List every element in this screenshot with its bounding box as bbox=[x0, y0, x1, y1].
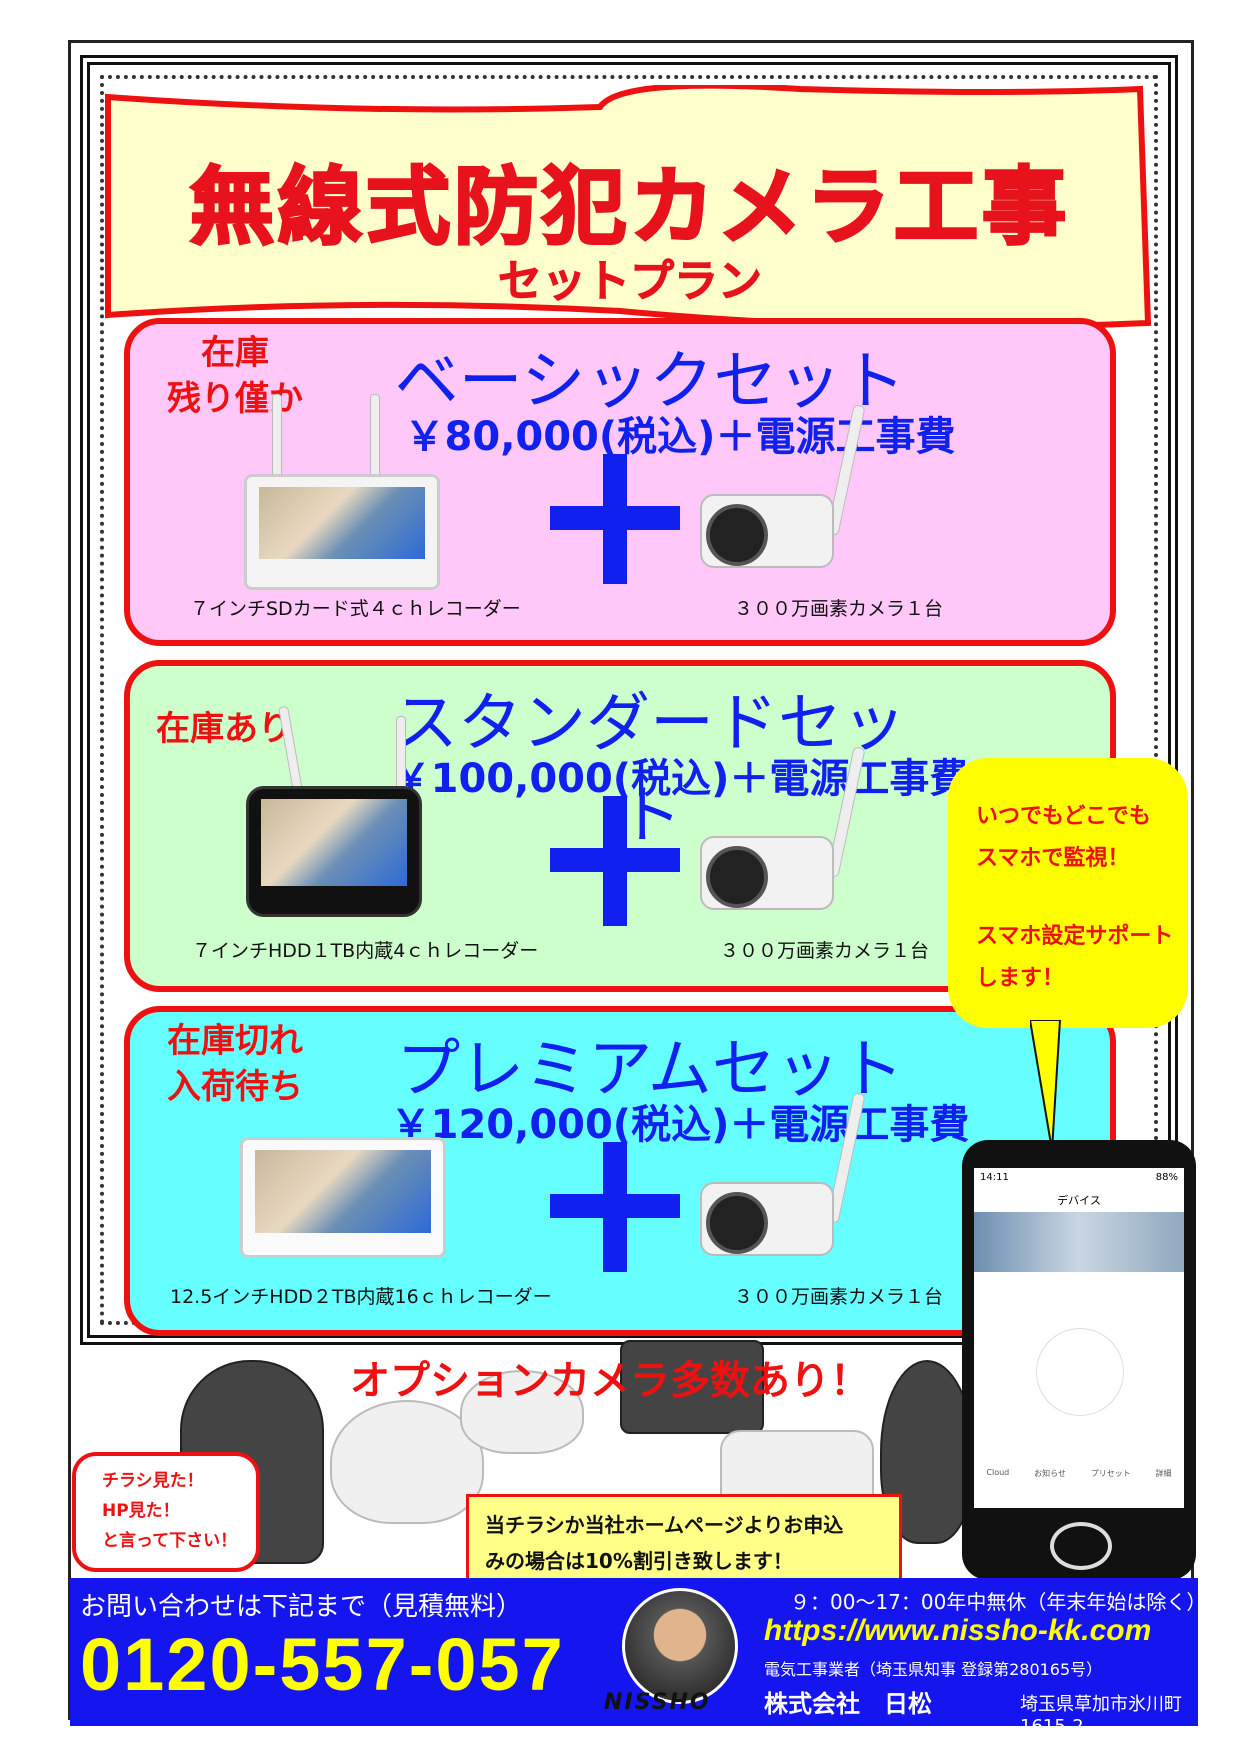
plan-card-premium: 在庫切れ 入荷待ち プレミアムセット ￥120,000(税込)＋電源工事費 12… bbox=[124, 1006, 1116, 1336]
callout-line: スマホ設定サポート bbox=[976, 924, 1174, 949]
stock-line: 在庫 bbox=[201, 333, 269, 373]
business-hours: ９：00～17：00年中無休（年末年始は除く） bbox=[790, 1590, 1207, 1614]
recorder-image bbox=[240, 1137, 446, 1258]
plan-name: プレミアムセット bbox=[396, 1033, 904, 1107]
plan-price: ￥120,000(税込)＋電源工事費 bbox=[390, 1102, 970, 1148]
phone-header: デバイス bbox=[1057, 1194, 1101, 1207]
recorder-caption: 12.5インチHDD２TB内蔵16ｃｈレコーダー bbox=[170, 1286, 552, 1308]
staff-photo bbox=[622, 1588, 738, 1704]
plus-icon bbox=[550, 454, 680, 584]
plan-price: ￥80,000(税込)＋電源工事費 bbox=[404, 414, 956, 460]
plus-icon bbox=[550, 1142, 680, 1272]
home-button bbox=[1050, 1522, 1112, 1570]
website-link[interactable]: https://www.nissho-kk.com bbox=[764, 1614, 1152, 1647]
recorder-antenna bbox=[272, 394, 282, 486]
page-subtitle: セットプラン bbox=[498, 256, 763, 308]
inquiry-text: お問い合わせは下記まで（見積無料） bbox=[80, 1592, 523, 1622]
company-logo: NISSHO bbox=[604, 1690, 711, 1715]
company-address: 埼玉県草加市氷川町1615-2 bbox=[1020, 1694, 1182, 1737]
camera-caption: ３００万画素カメラ１台 bbox=[734, 598, 944, 620]
company-name: 株式会社 日松 bbox=[764, 1690, 932, 1718]
recorder-caption: ７インチSDカード式４ｃｈレコーダー bbox=[190, 598, 521, 620]
recorder-antenna bbox=[370, 394, 380, 486]
dome-camera-image bbox=[330, 1400, 484, 1524]
note-line: HP見た！ bbox=[102, 1501, 180, 1521]
note-line: と言って下さい！ bbox=[102, 1531, 238, 1551]
registration-number: 電気工事業者（埼玉県知事 登録第280165号） bbox=[764, 1660, 1103, 1679]
phone-nav-item: プリセット bbox=[1090, 1469, 1131, 1478]
options-title: オプションカメラ多数あり！ bbox=[350, 1358, 870, 1404]
recorder-caption: ７インチHDD１TB内蔵4ｃｈレコーダー bbox=[192, 940, 539, 962]
plus-icon bbox=[550, 796, 680, 926]
recorder-image bbox=[244, 474, 440, 590]
plan-name: ベーシックセット bbox=[394, 345, 906, 419]
ptz-control bbox=[1036, 1328, 1124, 1416]
plan-price: ￥100,000(税込)＋電源工事費 bbox=[390, 756, 970, 802]
stock-line: 入荷待ち bbox=[167, 1067, 303, 1107]
phone-video-feed bbox=[974, 1212, 1184, 1272]
discount-line: みの場合は10%割引き致します！ bbox=[485, 1549, 793, 1573]
phone-nav-item: Cloud bbox=[986, 1468, 1010, 1477]
contact-footer: お問い合わせは下記まで（見積無料） 0120-557-057 NISSHO ９：… bbox=[70, 1578, 1207, 1737]
solar-camera-image bbox=[620, 1340, 764, 1434]
plan-card-basic: 在庫 残り僅か ベーシックセット ￥80,000(税込)＋電源工事費 ７インチS… bbox=[124, 318, 1116, 646]
smartphone-callout: いつでもどこでも スマホで監視！ スマホ設定サポート します！ bbox=[948, 758, 1188, 1028]
note-line: チラシ見た！ bbox=[102, 1471, 204, 1491]
camera-image bbox=[700, 746, 866, 916]
stock-line: 在庫あり bbox=[156, 709, 292, 749]
callout-line: いつでもどこでも bbox=[976, 804, 1151, 829]
callout-tail bbox=[1030, 1020, 1062, 1150]
callout-line: スマホで監視！ bbox=[976, 846, 1130, 871]
callout-line: します！ bbox=[976, 966, 1065, 991]
phone-nav-item: お知らせ bbox=[1034, 1469, 1066, 1478]
phone-number[interactable]: 0120-557-057 bbox=[80, 1623, 565, 1706]
dome-camera-image bbox=[880, 1360, 974, 1544]
stock-status: 在庫切れ 入荷待ち bbox=[150, 1018, 320, 1110]
recorder-image bbox=[246, 786, 422, 917]
phone-screen: 14:11 88% デバイス Cloud お知らせ プリセット 詳細 bbox=[974, 1168, 1184, 1508]
camera-image bbox=[700, 1092, 866, 1262]
phone-nav: Cloud お知らせ プリセット 詳細 bbox=[974, 1468, 1184, 1479]
camera-image bbox=[700, 404, 866, 574]
camera-caption: ３００万画素カメラ１台 bbox=[734, 1286, 944, 1308]
stock-line: 在庫切れ bbox=[167, 1021, 303, 1061]
stock-status: 在庫 残り僅か bbox=[150, 330, 320, 422]
dome-camera-image bbox=[460, 1370, 584, 1454]
plan-name: スタンダードセット bbox=[394, 687, 906, 853]
smartphone-image: 14:11 88% デバイス Cloud お知らせ プリセット 詳細 bbox=[962, 1140, 1196, 1580]
camera-caption: ３００万画素カメラ１台 bbox=[720, 940, 930, 962]
discount-note: 当チラシか当社ホームページよりお申込 みの場合は10%割引き致します！ bbox=[466, 1494, 902, 1588]
stock-status: 在庫あり bbox=[144, 706, 304, 752]
phone-time: 14:11 bbox=[980, 1172, 1009, 1183]
discount-line: 当チラシか当社ホームページよりお申込 bbox=[485, 1513, 844, 1537]
phone-battery: 88% bbox=[1155, 1172, 1178, 1183]
title-banner bbox=[105, 85, 1152, 330]
flyer-mention-note: チラシ見た！ HP見た！ と言って下さい！ bbox=[72, 1452, 260, 1572]
page-title: 無線式防犯カメラ工事 bbox=[188, 157, 1070, 258]
phone-nav-item: 詳細 bbox=[1155, 1469, 1172, 1478]
